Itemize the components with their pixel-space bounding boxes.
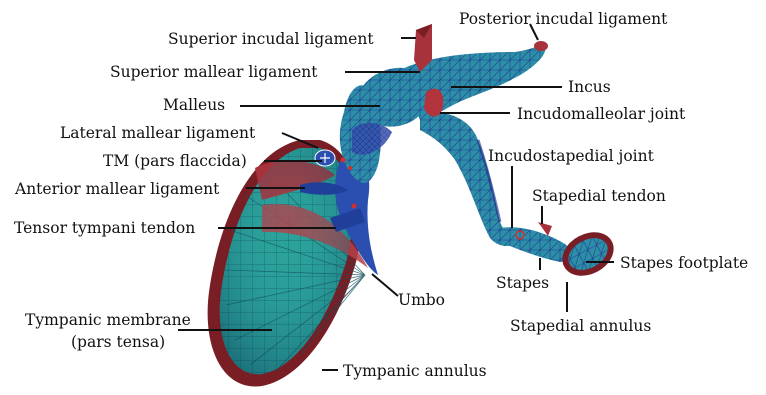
label-anterior-mallear-ligament: Anterior mallear ligament xyxy=(14,180,220,198)
label-posterior-incudal-ligament: Posterior incudal ligament xyxy=(459,10,668,28)
label-stapedial-annulus: Stapedial annulus xyxy=(510,317,651,335)
label-lateral-mallear-ligament: Lateral mallear ligament xyxy=(60,124,256,142)
label-incudostapedial-joint: Incudostapedial joint xyxy=(488,147,655,165)
label-superior-incudal-ligament: Superior incudal ligament xyxy=(168,30,374,48)
label-tensor-tympani-tendon: Tensor tympani tendon xyxy=(14,219,195,237)
labels: Posterior incudal ligament Superior incu… xyxy=(14,10,748,380)
label-tympanic-membrane: Tympanic membrane xyxy=(25,311,191,329)
leader-umbo xyxy=(372,274,398,296)
label-tm-pars-flaccida: TM (pars flaccida) xyxy=(103,152,247,170)
label-malleus: Malleus xyxy=(163,96,225,114)
stapes-shape xyxy=(500,222,570,262)
label-umbo: Umbo xyxy=(398,291,445,309)
label-stapes-footplate: Stapes footplate xyxy=(620,254,748,272)
label-stapes: Stapes xyxy=(496,274,549,292)
label-tympanic-annulus: Tympanic annulus xyxy=(343,362,487,380)
label-incudomalleolar-joint: Incudomalleolar joint xyxy=(517,105,686,123)
posterior-incudal-ligament-shape xyxy=(534,41,548,51)
label-stapedial-tendon: Stapedial tendon xyxy=(532,187,666,205)
incus-shape xyxy=(400,44,546,246)
label-pars-tensa: (pars tensa) xyxy=(71,333,165,351)
stapes-footplate-shape xyxy=(555,224,621,285)
label-superior-mallear-ligament: Superior mallear ligament xyxy=(110,63,318,81)
label-incus: Incus xyxy=(568,78,611,96)
